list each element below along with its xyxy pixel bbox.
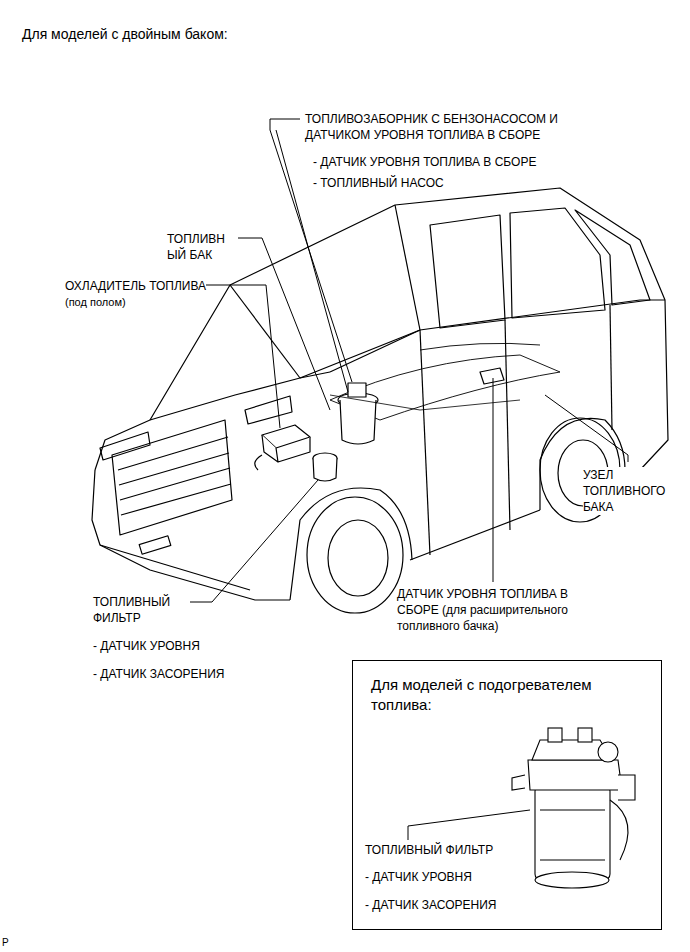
part-label: ТОПЛИВН ЫЙ БАК [167, 231, 233, 263]
inset-box: Для моделей с подогревателем топлива: ТОП… [352, 660, 662, 930]
part-label: - ДАТЧИК УРОВНЯ [365, 869, 472, 885]
part-label: УЗЕЛ ТОПЛИВНОГО БАКА [583, 467, 675, 515]
part-label: ДАТЧИК УРОВНЯ ТОПЛИВА В СБОРЕ (для расши… [397, 586, 602, 634]
part-label: ОХЛАДИТЕЛЬ ТОПЛИВА [65, 278, 206, 294]
diagram-title: Для моделей с двойным баком: [22, 25, 228, 43]
part-label: ТОПЛИВНЫЙ ФИЛЬТР [93, 594, 188, 626]
sub-part-label: - ТОПЛИВНЫЙ НАСОС [313, 175, 444, 191]
sub-part-label: - ДАТЧИК УРОВНЯ ТОПЛИВА В СБОРЕ [313, 154, 536, 170]
sub-part-label: - ДАТЧИК ЗАСОРЕНИЯ [93, 666, 225, 682]
note-label: (под полом) [65, 295, 126, 309]
inset-heading: Для моделей с подогревателем топлива: [371, 675, 621, 715]
part-label: ТОПЛИВНЫЙ ФИЛЬТР [365, 842, 493, 858]
figure-code: P [2, 936, 9, 949]
part-label: - ДАТЧИК ЗАСОРЕНИЯ [365, 897, 497, 913]
part-label: ТОПЛИВОЗАБОРНИК С БЕНЗОНАСОСОМ И ДАТЧИКО… [305, 111, 615, 143]
sub-part-label: - ДАТЧИК УРОВНЯ [93, 638, 200, 654]
